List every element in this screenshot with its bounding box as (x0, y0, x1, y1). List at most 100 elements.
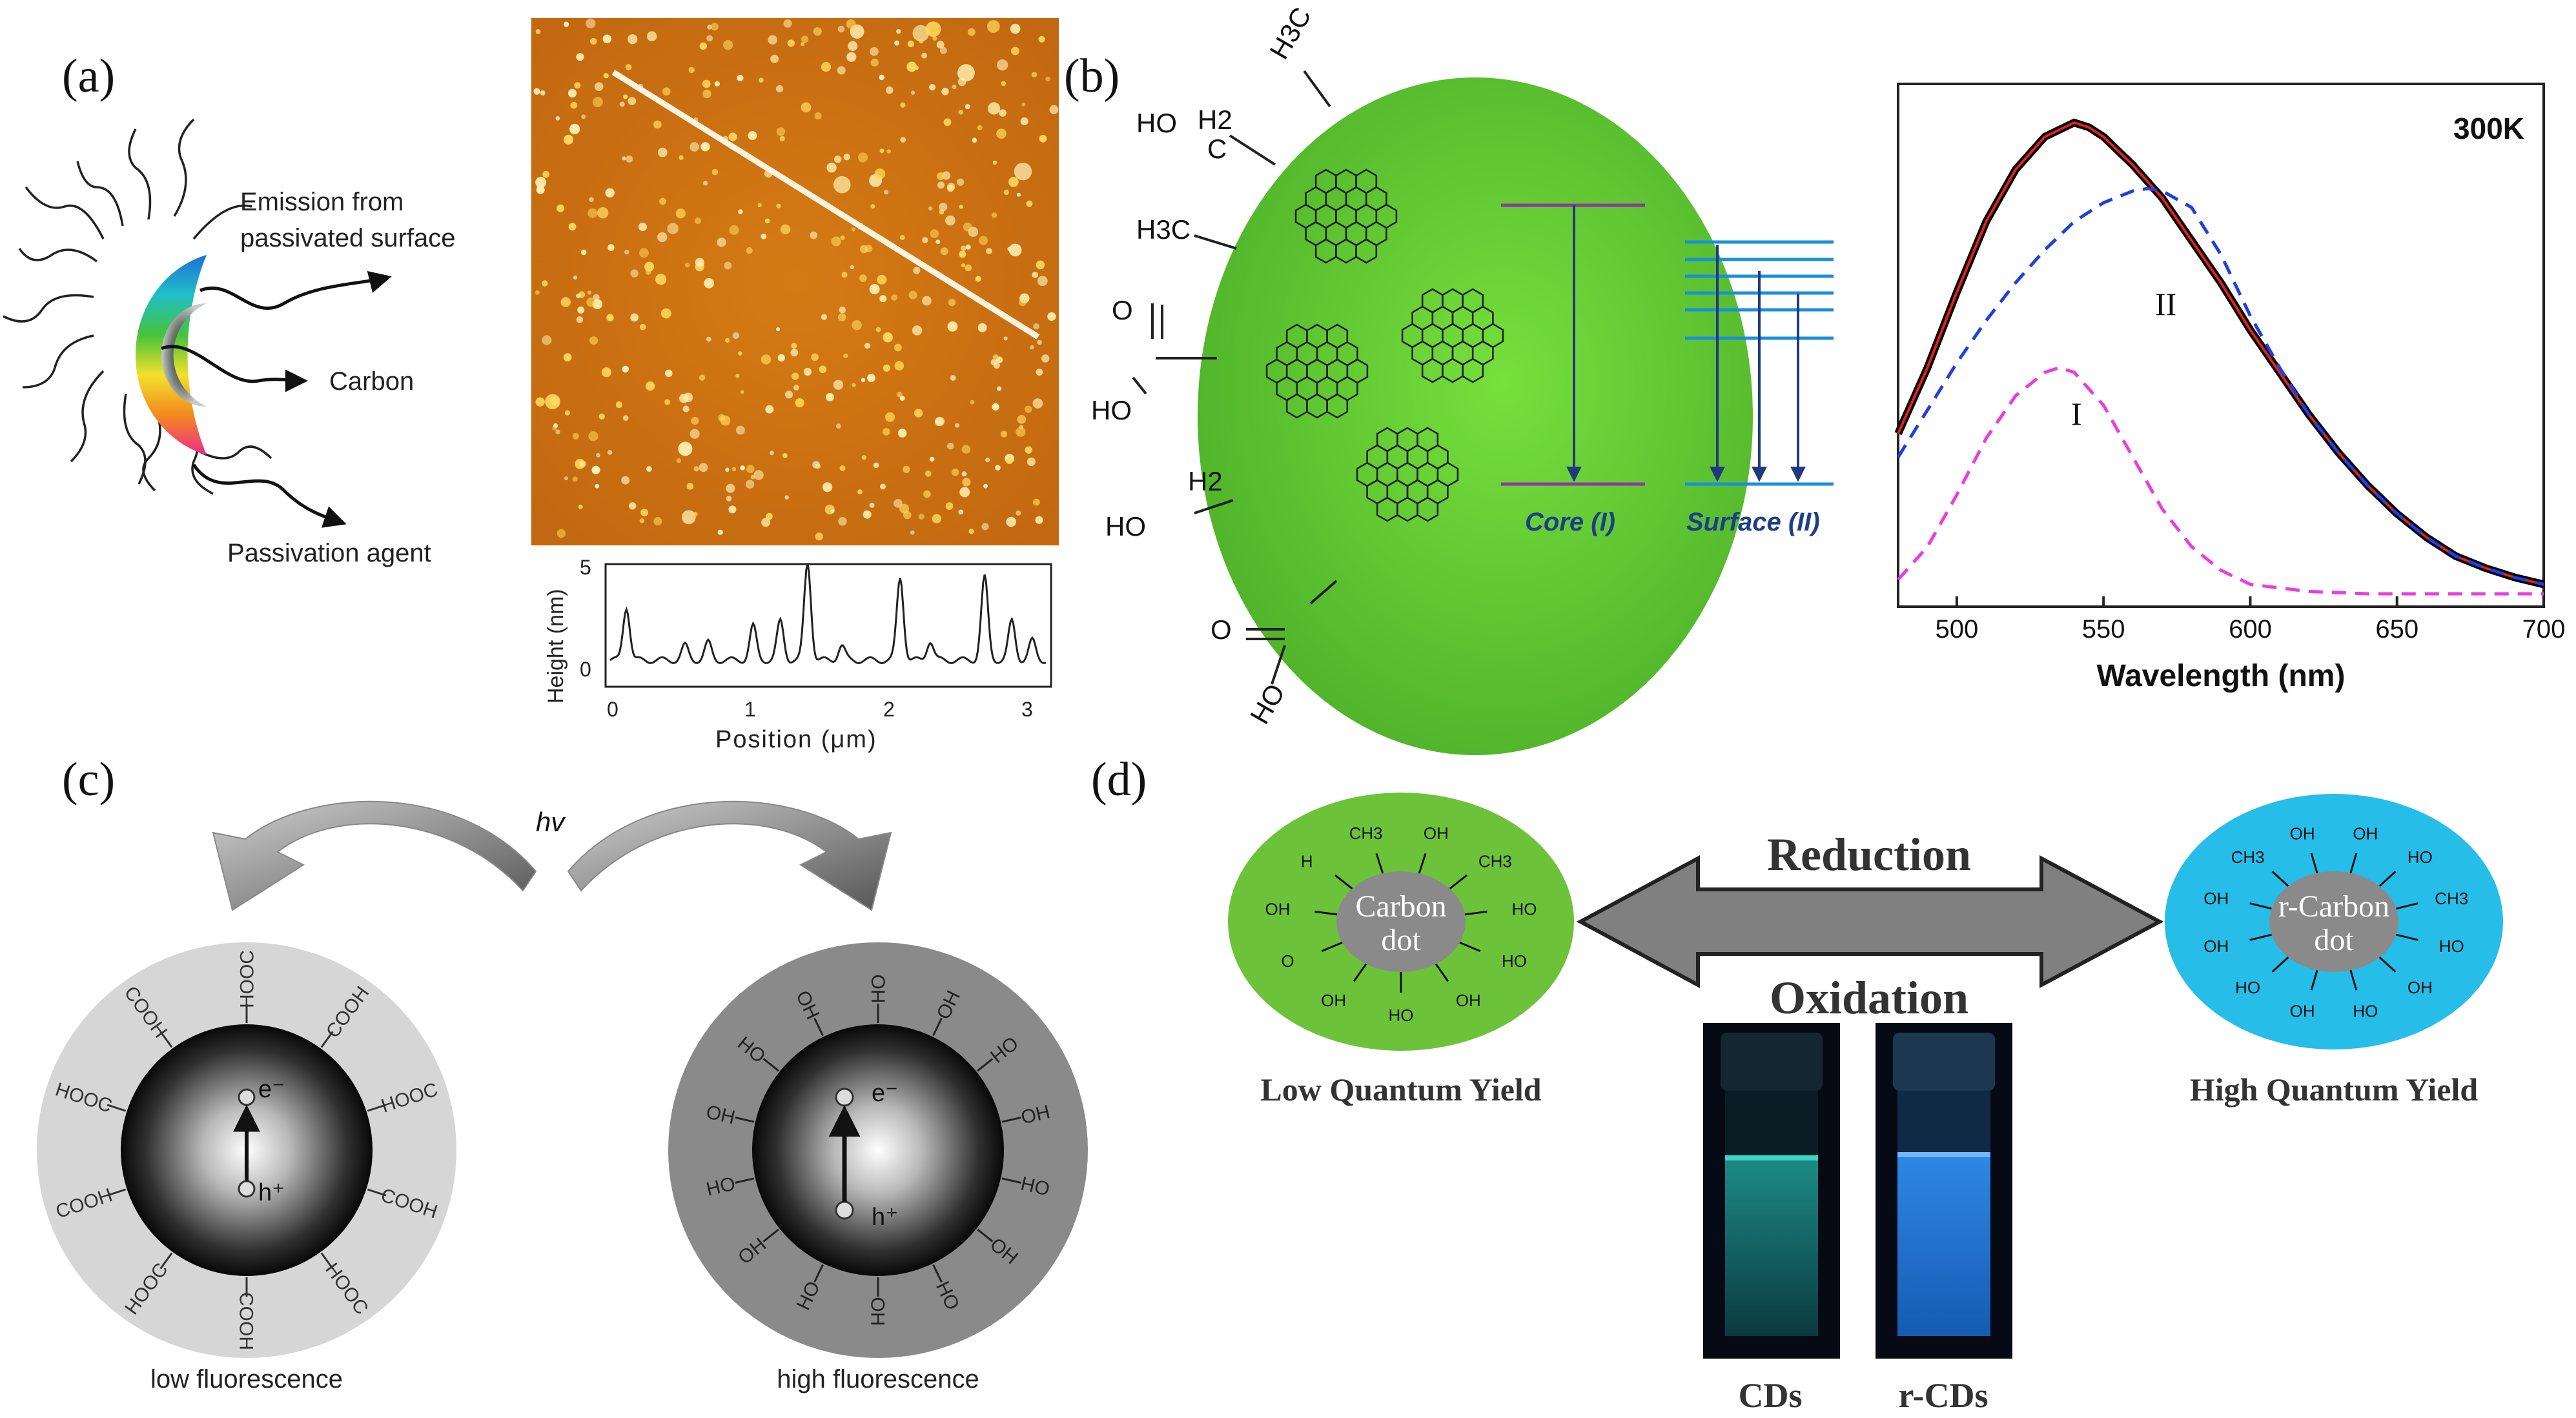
afm-particle (782, 453, 788, 458)
chart-title: 300K (2453, 112, 2524, 145)
afm-particle (837, 313, 846, 321)
afm-particle (608, 244, 615, 251)
afm-particle (593, 294, 600, 301)
afm-particle (894, 361, 905, 370)
x-tick-label: 700 (2522, 615, 2566, 643)
afm-particle (717, 238, 726, 247)
series-component-I (1897, 365, 2544, 596)
afm-particle (557, 529, 566, 538)
afm-particle (1031, 72, 1038, 77)
afm-particle (821, 314, 827, 320)
afm-particle (604, 367, 609, 372)
afm-particle (776, 203, 781, 208)
functional-group-label: OH (1265, 900, 1291, 919)
afm-particle (578, 504, 583, 509)
afm-particle (657, 147, 668, 157)
hexagon-ring (1462, 358, 1484, 383)
afm-particle (891, 294, 897, 301)
afm-particle (815, 532, 823, 541)
afm-particle (592, 97, 603, 108)
afm-particle (821, 62, 832, 72)
afm-particle (922, 237, 928, 243)
afm-particle (573, 275, 578, 280)
afm-particle (972, 137, 977, 143)
energy-level-diagram: Core (I) Surface (II) (1501, 203, 1834, 536)
afm-particle (907, 40, 915, 48)
afm-particle (886, 86, 894, 94)
afm-particle (886, 149, 891, 154)
bond-line (1459, 942, 1481, 953)
afm-particle (764, 218, 770, 224)
profile-trace (609, 563, 1047, 664)
afm-particle (695, 258, 704, 267)
afm-particle (770, 451, 774, 456)
bond-line (320, 1252, 334, 1270)
afm-particle (999, 109, 1007, 117)
afm-particle (662, 87, 671, 96)
afm-particle (864, 245, 873, 252)
afm-particle (572, 432, 579, 440)
afm-particle (726, 495, 732, 501)
afm-particle (875, 327, 881, 332)
afm-particle (678, 441, 693, 456)
right-core (752, 1024, 1004, 1276)
afm-particle (830, 509, 835, 514)
carbon-core (161, 303, 207, 407)
afm-particle (1011, 46, 1019, 56)
afm-particle (858, 152, 868, 163)
afm-particle (761, 354, 772, 365)
afm-particle (589, 197, 594, 203)
afm-particle (776, 327, 781, 332)
afm-particle (793, 385, 799, 390)
afm-particle (567, 88, 577, 97)
afm-particle (563, 134, 574, 145)
afm-particle (729, 225, 739, 236)
afm-particle (899, 396, 905, 401)
afm-particle (577, 306, 585, 314)
bond-line (1435, 963, 1449, 982)
afm-particle (1016, 192, 1021, 197)
right-carbon-core (2269, 871, 2398, 972)
afm-particle (702, 181, 708, 186)
afm-particle (535, 290, 540, 295)
afm-particle (993, 362, 1000, 369)
afm-particle (1045, 76, 1050, 82)
afm-particle (702, 89, 711, 99)
afm-particle (903, 465, 910, 473)
afm-particle (619, 101, 625, 107)
afm-particle (622, 365, 629, 373)
afm-particle (903, 511, 912, 520)
afm-particle (542, 170, 550, 178)
afm-particle (1025, 446, 1032, 454)
bond-line (813, 1017, 824, 1037)
afm-particle (1010, 23, 1021, 34)
afm-particle (884, 190, 888, 195)
afm-particle (910, 90, 915, 95)
series-label-I: I (2071, 396, 2082, 432)
afm-particle (913, 267, 921, 274)
afm-particle (580, 460, 587, 467)
functional-group-label: OH (2290, 824, 2315, 843)
afm-particle (602, 34, 612, 44)
emission-label-line2: passivated surface (240, 224, 456, 252)
afm-particle (968, 529, 974, 534)
afm-particle (1032, 498, 1040, 506)
afm-particle (628, 34, 638, 45)
functional-group-label: CH3 (1478, 852, 1512, 871)
left-electron: e⁻ (258, 1076, 285, 1103)
functional-group-label: HOOC (237, 950, 258, 1008)
afm-particle (536, 185, 545, 194)
afm-particle (686, 483, 694, 490)
afm-particle (826, 392, 834, 401)
bond-line (2271, 957, 2289, 973)
afm-particle (570, 101, 578, 109)
afm-particle (542, 280, 548, 287)
afm-particle (779, 136, 785, 142)
afm-particle (740, 390, 744, 394)
afm-particle (965, 264, 972, 272)
afm-particle (801, 35, 809, 43)
hexagon-ring (1355, 238, 1378, 264)
afm-particle (535, 177, 547, 188)
afm-particle (1027, 457, 1036, 467)
